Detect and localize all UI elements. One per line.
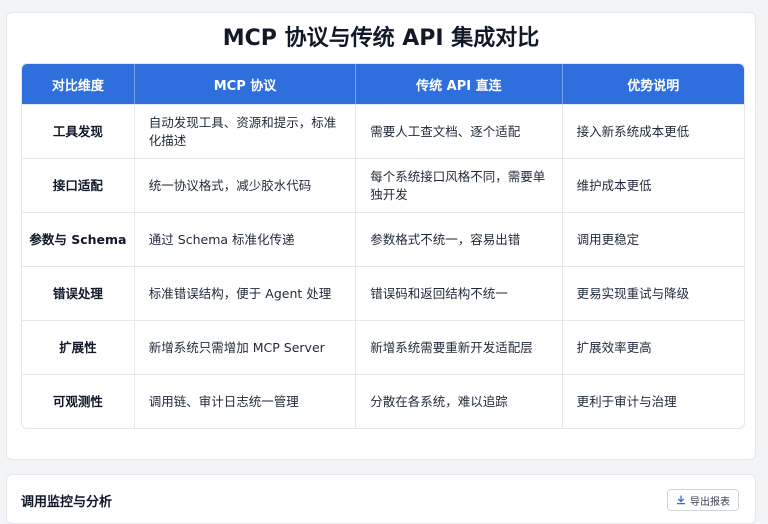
header-mcp: MCP 协议 [134, 64, 357, 104]
row-mcp: 标准错误结构，便于 Agent 处理 [134, 266, 357, 320]
row-dimension: 扩展性 [22, 320, 135, 374]
export-report-button[interactable]: 导出报表 [667, 489, 739, 511]
row-dimension: 工具发现 [22, 104, 135, 158]
row-traditional: 错误码和返回结构不统一 [356, 266, 563, 320]
table-row: 参数与 Schema 通过 Schema 标准化传递 参数格式不统一，容易出错 … [22, 212, 744, 266]
table-header-row: 对比维度 MCP 协议 传统 API 直连 优势说明 [22, 64, 744, 104]
row-advantage: 更易实现重试与降级 [562, 266, 744, 320]
monitoring-panel: 调用监控与分析 导出报表 [6, 474, 756, 524]
row-dimension: 可观测性 [22, 374, 135, 428]
row-advantage: 接入新系统成本更低 [562, 104, 744, 158]
row-mcp: 调用链、审计日志统一管理 [134, 374, 357, 428]
row-traditional: 分散在各系统，难以追踪 [356, 374, 563, 428]
download-icon [676, 495, 686, 505]
row-traditional: 需要人工查文档、逐个适配 [356, 104, 563, 158]
row-mcp: 新增系统只需增加 MCP Server [134, 320, 357, 374]
row-advantage: 维护成本更低 [562, 158, 744, 212]
row-advantage: 更利于审计与治理 [562, 374, 744, 428]
table-row: 扩展性 新增系统只需增加 MCP Server 新增系统需要重新开发适配层 扩展… [22, 320, 744, 374]
row-mcp: 自动发现工具、资源和提示，标准化描述 [134, 104, 357, 158]
row-traditional: 每个系统接口风格不同，需要单独开发 [356, 158, 563, 212]
table-row: 接口适配 统一协议格式，减少胶水代码 每个系统接口风格不同，需要单独开发 维护成… [22, 158, 744, 212]
row-dimension: 错误处理 [22, 266, 135, 320]
comparison-table: 对比维度 MCP 协议 传统 API 直连 优势说明 工具发现 自动发现工具、资… [21, 63, 745, 429]
row-mcp: 通过 Schema 标准化传递 [134, 212, 357, 266]
table-row: 错误处理 标准错误结构，便于 Agent 处理 错误码和返回结构不统一 更易实现… [22, 266, 744, 320]
header-dimension: 对比维度 [22, 64, 135, 104]
export-report-label: 导出报表 [690, 496, 730, 508]
header-traditional: 传统 API 直连 [356, 64, 563, 104]
row-traditional: 参数格式不统一，容易出错 [356, 212, 563, 266]
header-advantage: 优势说明 [562, 64, 744, 104]
row-advantage: 扩展效率更高 [562, 320, 744, 374]
row-dimension: 接口适配 [22, 158, 135, 212]
comparison-card: MCP 协议与传统 API 集成对比 对比维度 MCP 协议 传统 API 直连… [6, 12, 756, 460]
row-dimension: 参数与 Schema [22, 212, 135, 266]
row-advantage: 调用更稳定 [562, 212, 744, 266]
row-mcp: 统一协议格式，减少胶水代码 [134, 158, 357, 212]
table-row: 可观测性 调用链、审计日志统一管理 分散在各系统，难以追踪 更利于审计与治理 [22, 374, 744, 428]
page-title: MCP 协议与传统 API 集成对比 [222, 26, 540, 51]
monitoring-title: 调用监控与分析 [21, 495, 113, 510]
row-traditional: 新增系统需要重新开发适配层 [356, 320, 563, 374]
table-row: 工具发现 自动发现工具、资源和提示，标准化描述 需要人工查文档、逐个适配 接入新… [22, 104, 744, 158]
